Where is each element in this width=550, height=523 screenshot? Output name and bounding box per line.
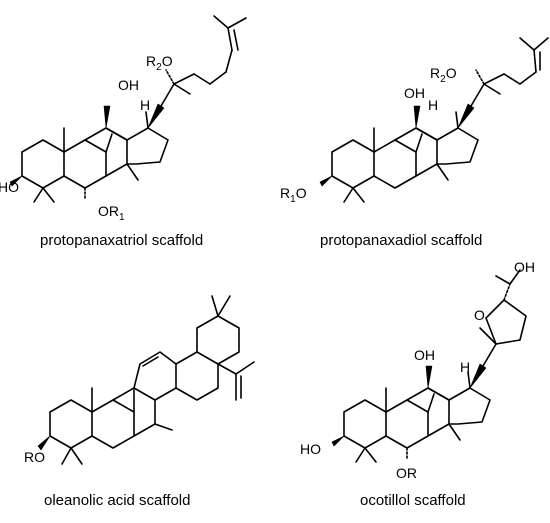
caption-protopanaxadiol: protopanaxadiol scaffold — [320, 232, 483, 249]
caption-ocotillol: ocotillol scaffold — [360, 492, 466, 509]
oco-or-label: OR — [396, 465, 417, 481]
caption-oleanolic-acid: oleanolic acid scaffold — [44, 492, 191, 509]
protopanaxatriol-structure — [9, 15, 247, 203]
ocotillol-structure — [331, 269, 527, 463]
ppd-r2o-r: R — [430, 65, 440, 81]
ppd-r2o-label: R2O — [430, 65, 457, 85]
ppt-or1-sub: 1 — [119, 212, 125, 223]
protopanaxadiol-structure — [319, 37, 549, 203]
ole-ro-label: RO — [24, 449, 45, 465]
ppd-r1o-label: R1O — [280, 185, 307, 205]
ppt-oh-label: OH — [118, 77, 139, 93]
oco-h-label: H — [460, 359, 470, 375]
ppd-oh-label: OH — [404, 85, 425, 101]
oleanolic-acid-structure — [37, 295, 255, 465]
oco-oh-top-label: OH — [514, 259, 535, 275]
ppt-r2o-sub: 2 — [156, 62, 162, 73]
ppt-ho-label: HO — [0, 179, 19, 195]
ppt-h-label: H — [140, 97, 150, 113]
ppd-h-label: H — [428, 97, 438, 113]
oco-o-label: O — [474, 307, 485, 323]
ppd-r1o-r: R — [280, 185, 290, 201]
ppd-r2o-sub: 2 — [440, 74, 446, 85]
oco-ho-label: HO — [300, 441, 321, 457]
ppt-or1-text: OR — [98, 203, 119, 219]
ppt-r2o-r: R — [146, 53, 156, 69]
ppd-r2o-o: O — [446, 65, 457, 81]
ppt-or1-label: OR1 — [98, 203, 125, 223]
ppt-r2o-o: O — [162, 53, 173, 69]
oco-oh-label: OH — [414, 347, 435, 363]
ppt-r2o-label: R2O — [146, 53, 173, 73]
ppd-r1o-o: O — [296, 185, 307, 201]
caption-protopanaxatriol: protopanaxatriol scaffold — [40, 232, 204, 249]
ppd-r1o-sub: 1 — [290, 194, 296, 205]
